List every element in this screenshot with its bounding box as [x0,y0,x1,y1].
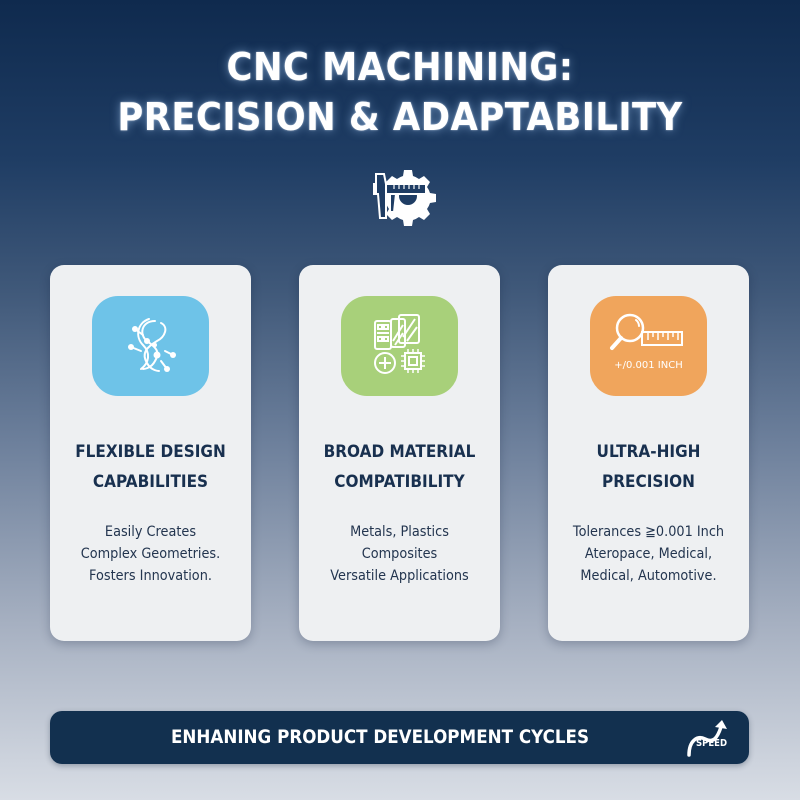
card-description: Tolerances ≧0.001 Inch Ateropace, Medica… [556,521,741,587]
feature-card-material-compatibility: BROAD MATERIAL COMPATIBILITY Metals, Pla… [299,265,500,641]
circuit-flow-icon [127,318,176,372]
desc-line: Composites [361,546,438,562]
feature-card-ultra-high-precision: +/0.001 INCH ULTRA-HIGH PRECISION Tolera… [548,265,749,641]
footer-banner: ENHANING PRODUCT DEVELOPMENT CYCLES SPEE… [50,711,749,764]
card-title-line-1: FLEXIBLE DESIGN [75,442,226,462]
desc-line: Metals, Plastics [350,524,449,540]
card-title: FLEXIBLE DESIGN CAPABILITIES [60,437,241,497]
icon-tile [92,296,209,396]
precision-tolerance-label: +/0.001 INCH [614,360,683,371]
card-title-line-2: PRECISION [602,472,695,492]
card-title-line-1: BROAD MATERIAL [323,442,476,462]
speed-label: SPEED [696,738,728,749]
page-title: CNC MACHINING: PRECISION & ADAPTABILITY [28,42,772,142]
card-title-line-2: CAPABILITIES [92,472,209,492]
card-title-line-2: COMPATIBILITY [334,472,465,492]
desc-line: Ateropace, Medical, [584,546,713,562]
card-title: ULTRA-HIGH PRECISION [558,437,739,497]
materials-chip-icon [373,314,425,374]
speed-arrow-icon [687,720,727,757]
title-line-1: CNC MACHINING: [226,45,574,89]
desc-line: Fosters Innovation. [89,568,212,584]
desc-line: Versatile Applications [330,568,469,584]
desc-line: Tolerances ≧0.001 Inch [572,524,725,540]
desc-line: Easily Creates [104,524,197,540]
title-line-2: PRECISION & ADAPTABILITY [117,95,683,139]
card-title: BROAD MATERIAL COMPATIBILITY [309,437,490,497]
icon-tile: +/0.001 INCH [590,296,707,396]
icon-tile [341,296,458,396]
caliper-gear-icon [373,170,436,226]
magnifier-ruler-icon [610,313,683,350]
desc-line: Medical, Automotive. [580,568,717,584]
banner-text: ENHANING PRODUCT DEVELOPMENT CYCLES [170,726,590,748]
card-description: Easily Creates Complex Geometries. Foste… [58,521,243,587]
card-title-line-1: ULTRA-HIGH [596,442,701,462]
feature-card-flexible-design: FLEXIBLE DESIGN CAPABILITIES Easily Crea… [50,265,251,641]
desc-line: Complex Geometries. [80,546,221,562]
card-description: Metals, Plastics Composites Versatile Ap… [307,521,492,587]
